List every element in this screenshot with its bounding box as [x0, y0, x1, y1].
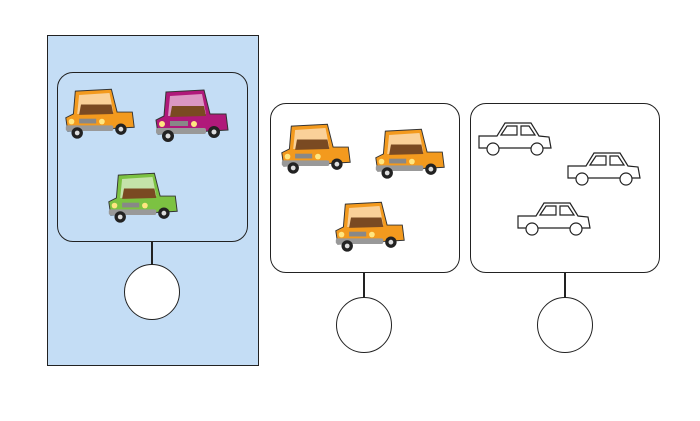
orange-car-icon: [62, 80, 138, 146]
answer-circle-3[interactable]: [537, 297, 593, 353]
orange-car-icon: [332, 193, 408, 259]
green-car-icon: [105, 163, 181, 231]
answer-circle-2[interactable]: [336, 297, 392, 353]
car-outline-icon: [566, 150, 642, 188]
orange-car-icon: [278, 115, 354, 181]
answer-circle-1[interactable]: [124, 264, 180, 320]
connector-line: [363, 273, 365, 298]
connector-line: [564, 273, 566, 298]
connector-line: [151, 242, 153, 265]
orange-car-icon: [372, 120, 448, 186]
car-group-1: [57, 72, 248, 242]
car-group-2: [270, 103, 460, 273]
magenta-car-icon: [152, 82, 232, 148]
car-outline-icon: [477, 120, 553, 158]
car-outline-icon: [516, 200, 592, 238]
car-group-3: [470, 103, 660, 273]
